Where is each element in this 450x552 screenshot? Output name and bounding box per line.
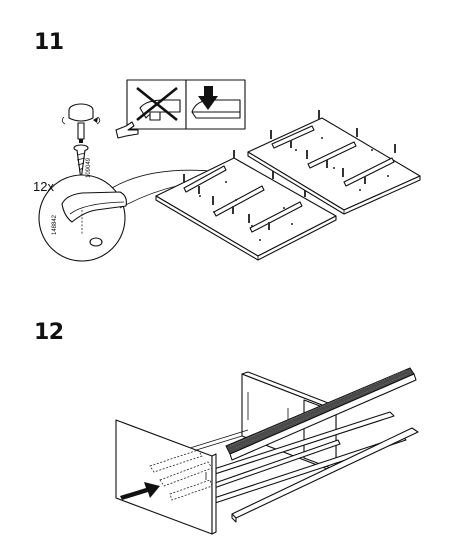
detail-magnifier — [38, 169, 253, 262]
wrong-method-cross-icon — [126, 79, 187, 130]
floor-rails — [179, 411, 419, 523]
quantity-label: 12x — [33, 179, 54, 194]
drawer-board-right — [247, 110, 421, 215]
step-number-12: 12 — [34, 320, 64, 345]
dowel-guides — [149, 449, 213, 501]
push-direction-arrow-icon — [120, 482, 160, 500]
front-side-panel — [115, 419, 217, 535]
screwdriver-hand-icon — [61, 103, 101, 181]
drawer-board-left — [155, 150, 337, 261]
felt-top-rail — [225, 367, 417, 461]
step-number-11: 11 — [34, 30, 64, 55]
pointing-hand-icon — [115, 121, 139, 139]
correct-press-arrow-icon — [185, 79, 246, 130]
